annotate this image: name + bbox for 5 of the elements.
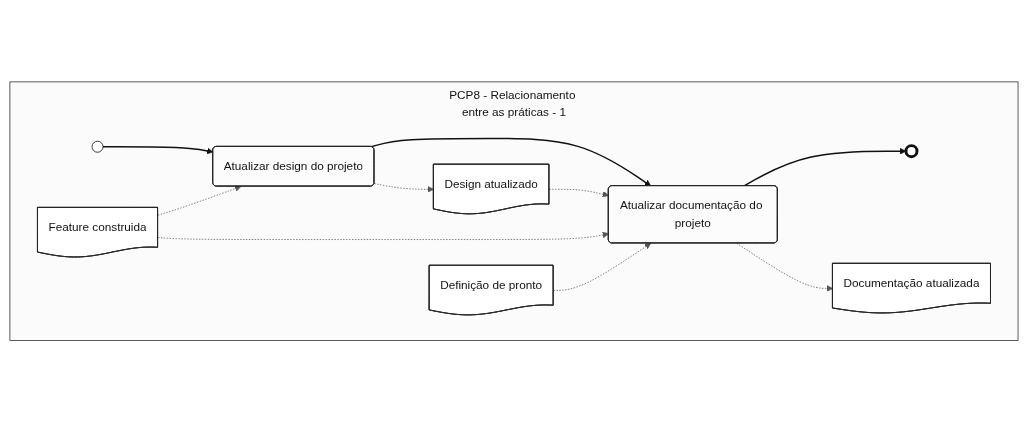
node-circle: [91, 141, 104, 153]
arrow: [743, 148, 907, 187]
node-circle: [904, 144, 919, 159]
arrow: [370, 138, 652, 187]
arrow: [102, 146, 214, 155]
